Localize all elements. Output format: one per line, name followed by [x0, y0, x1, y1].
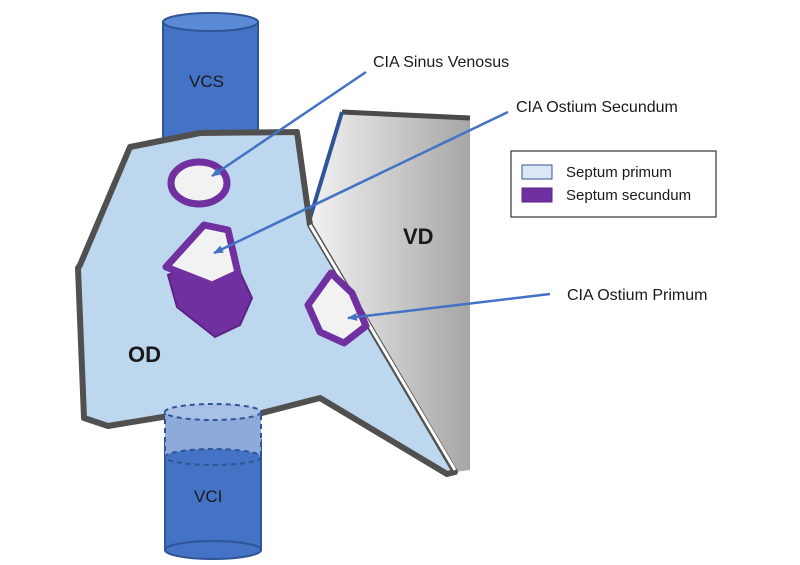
vcs-vein [162, 12, 259, 148]
arrow-sinus-venosus [211, 70, 367, 178]
vcs-label: VCS [189, 72, 224, 91]
callout-sinus-venosus: CIA Sinus Venosus [373, 54, 509, 71]
ostium-primum-defect [304, 269, 370, 347]
ostium-secundum-defect [162, 221, 254, 339]
legend-label-septum-secundum: Septum secundum [566, 187, 691, 204]
vci-label: VCI [194, 487, 222, 506]
arrow-ostium-secundum [213, 110, 509, 255]
right-atrium [75, 129, 458, 477]
callout-arrows [211, 70, 551, 321]
callout-ostium-primum: CIA Ostium Primum [567, 287, 707, 304]
legend-swatch-septum-secundum [521, 187, 553, 203]
sinus-venosus-defect [167, 158, 231, 208]
vd-label: VD [403, 224, 434, 249]
vci-junction [164, 403, 262, 466]
od-label: OD [128, 342, 161, 367]
legend-label-septum-primum: Septum primum [566, 164, 672, 181]
callout-ostium-secundum: CIA Ostium Secundum [516, 99, 678, 116]
legend: Septum primum Septum secundum [510, 150, 717, 218]
legend-swatch-septum-primum [521, 164, 553, 180]
arrow-ostium-primum [347, 292, 551, 321]
legend-box [510, 150, 717, 218]
